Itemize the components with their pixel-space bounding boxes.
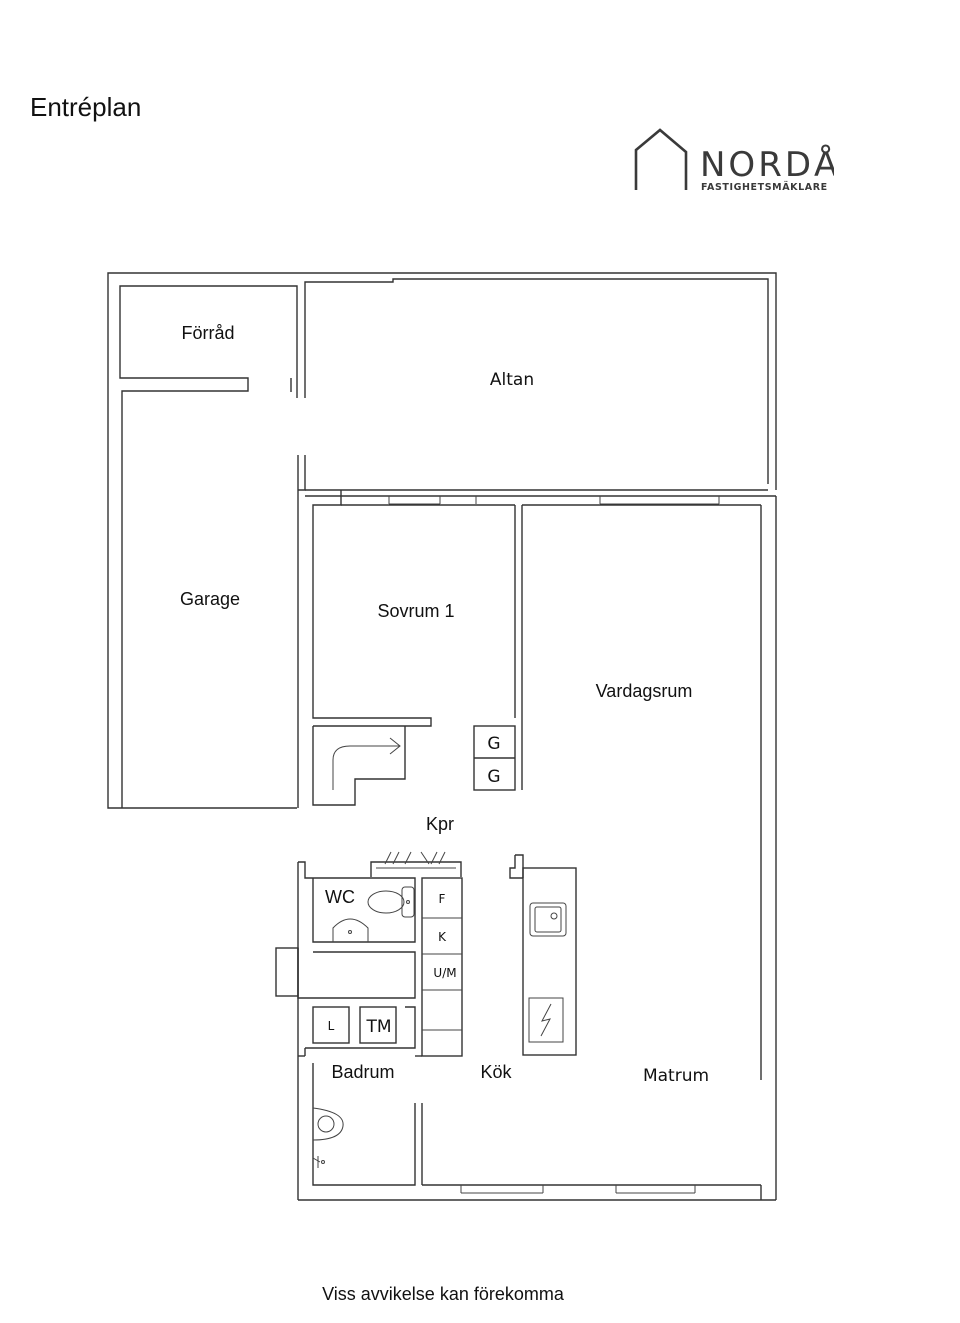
fixture-label-g2: G bbox=[487, 767, 500, 787]
logo-tagline: FASTIGHETSMÄKLARE bbox=[701, 182, 828, 193]
room-label-garage: Garage bbox=[180, 589, 240, 609]
fixture-label-tm: TM bbox=[365, 1017, 391, 1037]
room-label-forrad: Förråd bbox=[181, 323, 234, 343]
disclaimer-text: Viss avvikelse kan förekomma bbox=[322, 1284, 564, 1304]
room-label-badrum: Badrum bbox=[331, 1062, 394, 1082]
fixture-label-f: F bbox=[439, 892, 446, 906]
company-logo: NORDÅ FASTIGHETSMÄKLARE bbox=[634, 128, 837, 194]
fixture-label-l: L bbox=[328, 1019, 335, 1033]
logo-name: NORDÅ bbox=[700, 144, 834, 185]
house-outline-icon: NORDÅ FASTIGHETSMÄKLARE bbox=[634, 128, 837, 193]
room-label-wc: WC bbox=[325, 887, 355, 907]
altan-walls bbox=[297, 272, 777, 808]
garage-walls bbox=[107, 272, 298, 809]
room-label-matrum: Matrum bbox=[643, 1066, 709, 1086]
fixture-label-g1: G bbox=[487, 734, 500, 754]
room-label-kpr: Kpr bbox=[426, 814, 454, 834]
interior-walls bbox=[275, 490, 777, 1201]
fixture-label-k: K bbox=[438, 930, 447, 944]
room-label-vardagsrum: Vardagsrum bbox=[596, 681, 693, 701]
fixture-label-um: U/M bbox=[433, 966, 456, 980]
page-title: Entréplan bbox=[30, 92, 142, 122]
room-label-altan: Altan bbox=[490, 370, 534, 390]
room-label-sovrum: Sovrum 1 bbox=[377, 601, 454, 621]
room-label-kok: Kök bbox=[480, 1062, 512, 1082]
